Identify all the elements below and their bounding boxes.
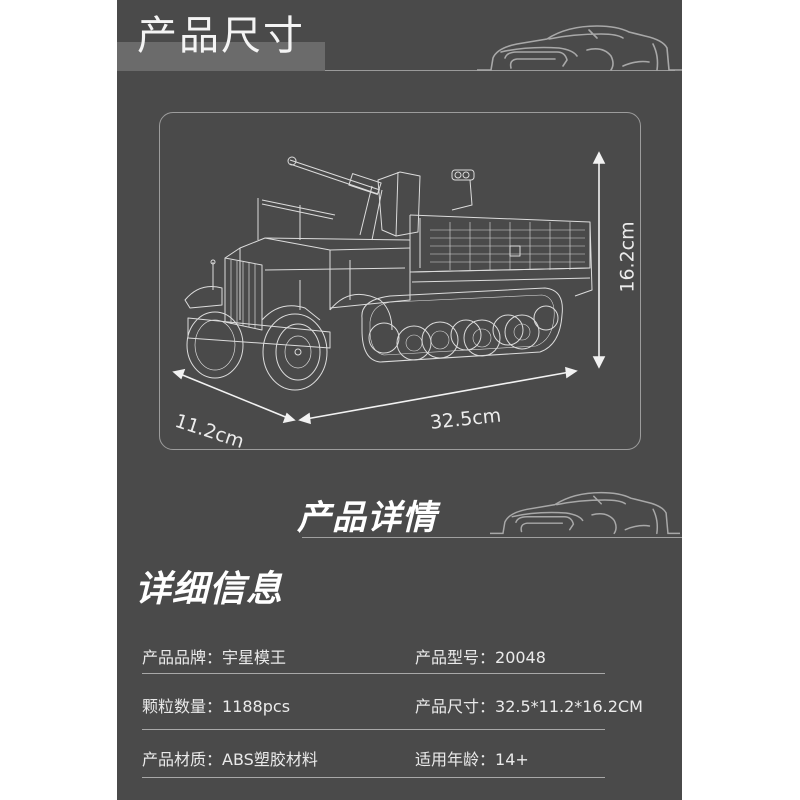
- piece-count-field: 颗粒数量：1188pcs: [142, 693, 290, 717]
- field-label: 适用年龄：: [415, 750, 496, 769]
- row-divider: [142, 729, 605, 730]
- field-value: 宇星模王: [222, 648, 287, 667]
- field-label: 产品品牌：: [142, 648, 223, 667]
- field-value: 14+: [495, 750, 529, 769]
- info-row: 产品品牌：宇星模王 产品型号：20048: [142, 644, 605, 672]
- field-label: 产品型号：: [415, 648, 496, 667]
- info-row: 颗粒数量：1188pcs 产品尺寸：32.5*11.2*16.2CM: [142, 693, 643, 721]
- size-header-band: [117, 42, 325, 71]
- age-range-field: 适用年龄：14+: [415, 746, 529, 770]
- product-size-field: 产品尺寸：32.5*11.2*16.2CM: [415, 693, 643, 717]
- info-section-title: 详细信息: [135, 569, 284, 610]
- field-label: 产品尺寸：: [415, 697, 496, 716]
- model-number-field: 产品型号：20048: [415, 644, 546, 668]
- field-value: 32.5*11.2*16.2CM: [495, 697, 643, 716]
- field-label: 颗粒数量：: [142, 697, 223, 716]
- brand-field: 产品品牌：宇星模王: [142, 644, 286, 668]
- info-row: 产品材质：ABS塑胶材料 适用年龄：14+: [142, 746, 605, 774]
- size-section-title: 产品尺寸: [137, 13, 305, 59]
- half-track-vehicle-drawing: [172, 151, 606, 425]
- height-dimension-label: 16.2cm: [616, 221, 639, 293]
- row-divider: [142, 777, 605, 778]
- field-value: 1188pcs: [222, 697, 291, 716]
- details-section-title: 产品详情: [297, 498, 437, 538]
- field-value: ABS塑胶材料: [222, 750, 318, 769]
- row-divider: [142, 673, 605, 674]
- header-divider-line: [325, 70, 675, 71]
- dimension-frame: [159, 112, 641, 450]
- product-panel: 产品尺寸: [117, 0, 682, 800]
- details-divider-line: [302, 537, 682, 538]
- material-field: 产品材质：ABS塑胶材料: [142, 746, 318, 770]
- field-value: 20048: [495, 648, 546, 667]
- field-label: 产品材质：: [142, 750, 223, 769]
- car-sketch-icon: [477, 25, 682, 71]
- car-sketch-icon: [490, 491, 680, 535]
